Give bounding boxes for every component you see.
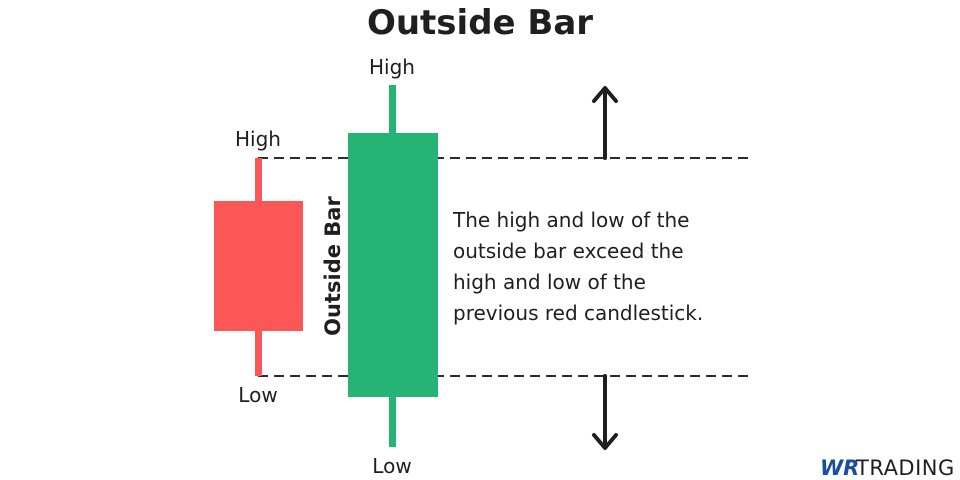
description-line-3: high and low of the — [453, 270, 646, 294]
arrow-up-icon — [592, 86, 618, 160]
brand-mark: WR — [820, 456, 859, 480]
description-line-2: outside bar exceed the — [453, 239, 684, 263]
red-candlestick — [214, 158, 303, 376]
brand-text: TRADING — [855, 456, 955, 480]
green-candle-body — [348, 133, 438, 397]
green-high-label: High — [369, 55, 415, 79]
brand-logo: WR TRADING — [820, 456, 955, 480]
red-candle-body — [214, 201, 303, 331]
green-low-label: Low — [372, 454, 411, 478]
green-candlestick — [348, 85, 438, 447]
outside-bar-vertical-label: Outside Bar — [321, 196, 345, 336]
description-line-4: previous red candlestick. — [453, 301, 703, 325]
red-high-label: High — [235, 127, 281, 151]
page-title: Outside Bar — [367, 3, 593, 43]
description-text: The high and low of the outside bar exce… — [452, 208, 703, 325]
red-low-label: Low — [238, 383, 277, 407]
description-line-1: The high and low of the — [452, 208, 689, 232]
arrow-down-icon — [592, 374, 618, 450]
